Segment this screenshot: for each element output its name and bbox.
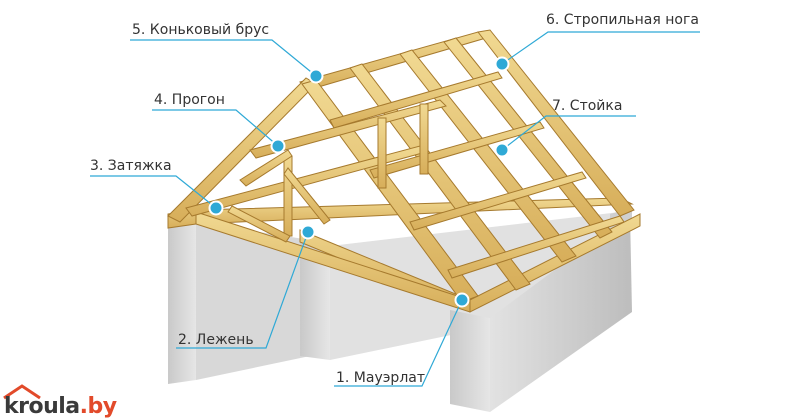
logo-suffix-text: .by — [80, 394, 117, 419]
label-stoyka: 7. Стойка — [552, 98, 622, 114]
marker-stoyka — [496, 144, 509, 157]
label-zatyazhka: 3. Затяжка — [90, 158, 172, 174]
label-konkovy: 5. Коньковый брус — [132, 22, 269, 38]
marker-lezhen — [302, 226, 315, 239]
leader-konkovy — [130, 40, 316, 76]
label-lezhen: 2. Лежень — [178, 332, 254, 348]
batten-1 — [330, 72, 502, 128]
label-stropilnaya: 6. Стропильная нога — [546, 12, 699, 28]
marker-stropilnaya — [496, 58, 509, 71]
marker-progon — [272, 140, 285, 153]
marker-mauerlat — [456, 294, 469, 307]
wall-front — [450, 310, 490, 412]
marker-zatyazhka — [210, 202, 223, 215]
leader-stropilnaya — [502, 32, 700, 64]
site-logo: kroula.by — [4, 394, 117, 419]
wall-left — [168, 222, 196, 384]
marker-konkovy — [310, 70, 323, 83]
label-progon: 4. Прогон — [154, 92, 225, 108]
stoyka-post-3 — [420, 104, 428, 174]
logo-main-text: kroula — [4, 394, 80, 419]
label-mauerlat: 1. Мауэрлат — [336, 370, 425, 386]
stoyka-post-2 — [378, 118, 386, 188]
